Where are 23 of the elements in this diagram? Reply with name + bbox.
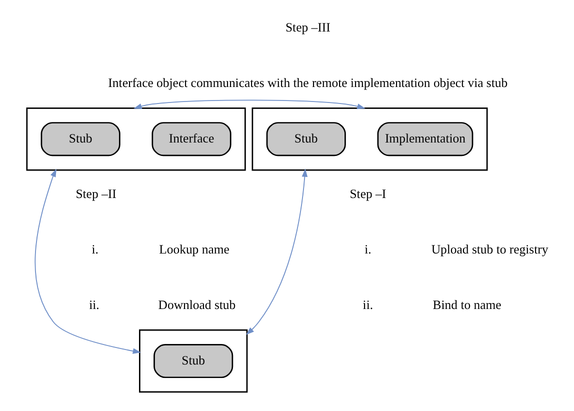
label: Upload stub to registry <box>431 242 548 256</box>
node-box: Implementation <box>377 122 474 156</box>
node-box: Stub <box>266 122 346 156</box>
cluster <box>26 108 246 171</box>
label: Bind to name <box>432 298 502 312</box>
label: Step –II <box>76 186 116 201</box>
label: i. <box>92 242 98 256</box>
label: Step –III <box>285 20 330 35</box>
label: Lookup name <box>159 242 230 256</box>
label: ii. <box>362 298 374 312</box>
label: i. <box>364 242 372 256</box>
label: ii. <box>89 298 100 312</box>
cluster <box>139 329 248 393</box>
cluster <box>252 108 488 171</box>
arrow <box>34 168 142 354</box>
node-box: Interface <box>152 122 232 156</box>
arrow <box>134 100 366 110</box>
label: Download stub <box>158 298 236 312</box>
node-box: Stub <box>40 122 120 156</box>
label: Step –I <box>350 186 386 201</box>
label: Interface object communicates with the remote implementation object via stub <box>108 76 508 90</box>
arrow <box>246 168 308 335</box>
node-box: Stub <box>154 344 234 378</box>
